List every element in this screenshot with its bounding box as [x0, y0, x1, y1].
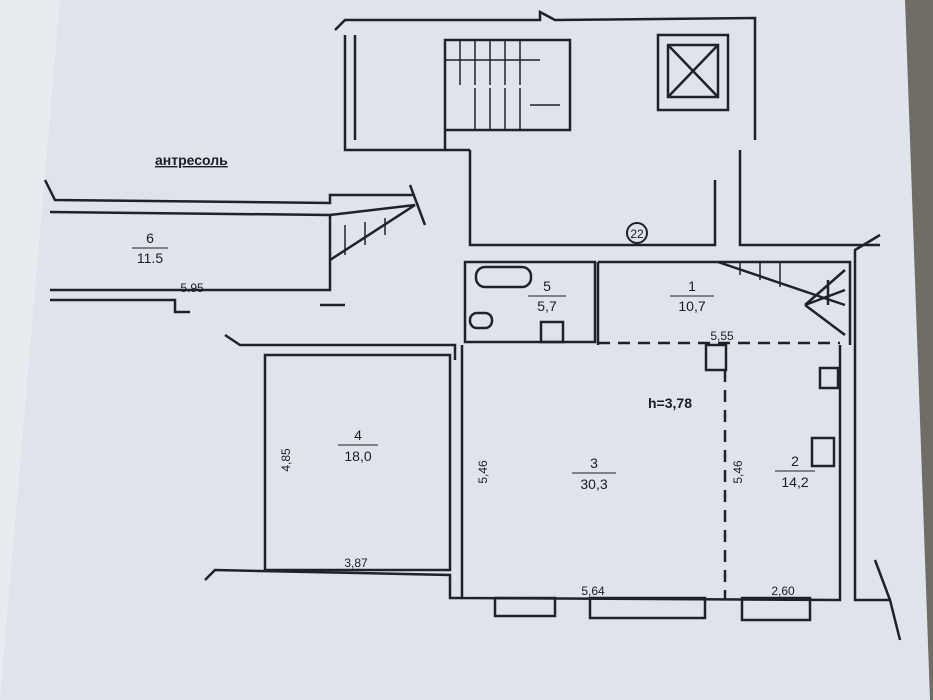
room-3-height: 5,46	[476, 460, 490, 484]
room-2-height: 5,46	[731, 460, 745, 484]
walls	[43, 9, 902, 641]
room-4-number: 4	[354, 427, 362, 443]
room-6-area: 11.5	[137, 250, 163, 266]
room-6-length: 5.95	[180, 281, 204, 295]
room-4-area: 18,0	[344, 448, 371, 464]
room-1-length: 5,55	[710, 329, 734, 343]
room-1-area: 10,7	[678, 298, 705, 314]
room-4-width: 3,87	[344, 556, 368, 570]
room-3-width: 5,64	[581, 584, 605, 598]
room-5-number: 5	[543, 278, 551, 294]
room-2-number: 2	[791, 453, 799, 469]
room-3-area: 30,3	[580, 476, 607, 492]
room-2-area: 14,2	[781, 474, 808, 490]
paper-highlight	[0, 0, 60, 700]
mezzanine-title: антресоль	[155, 152, 228, 168]
stair-marker-circle	[626, 222, 648, 244]
stair-treads	[344, 40, 781, 287]
room-1-number: 1	[688, 278, 696, 294]
room-6-number: 6	[146, 230, 154, 246]
room-2-width: 2,60	[771, 584, 795, 598]
ceiling-height: h=3,78	[648, 395, 692, 411]
room-5-area: 5,7	[537, 298, 557, 314]
room-3-number: 3	[590, 455, 598, 471]
room-4-height: 4,85	[279, 448, 293, 472]
stair-marker: 22	[630, 227, 644, 241]
